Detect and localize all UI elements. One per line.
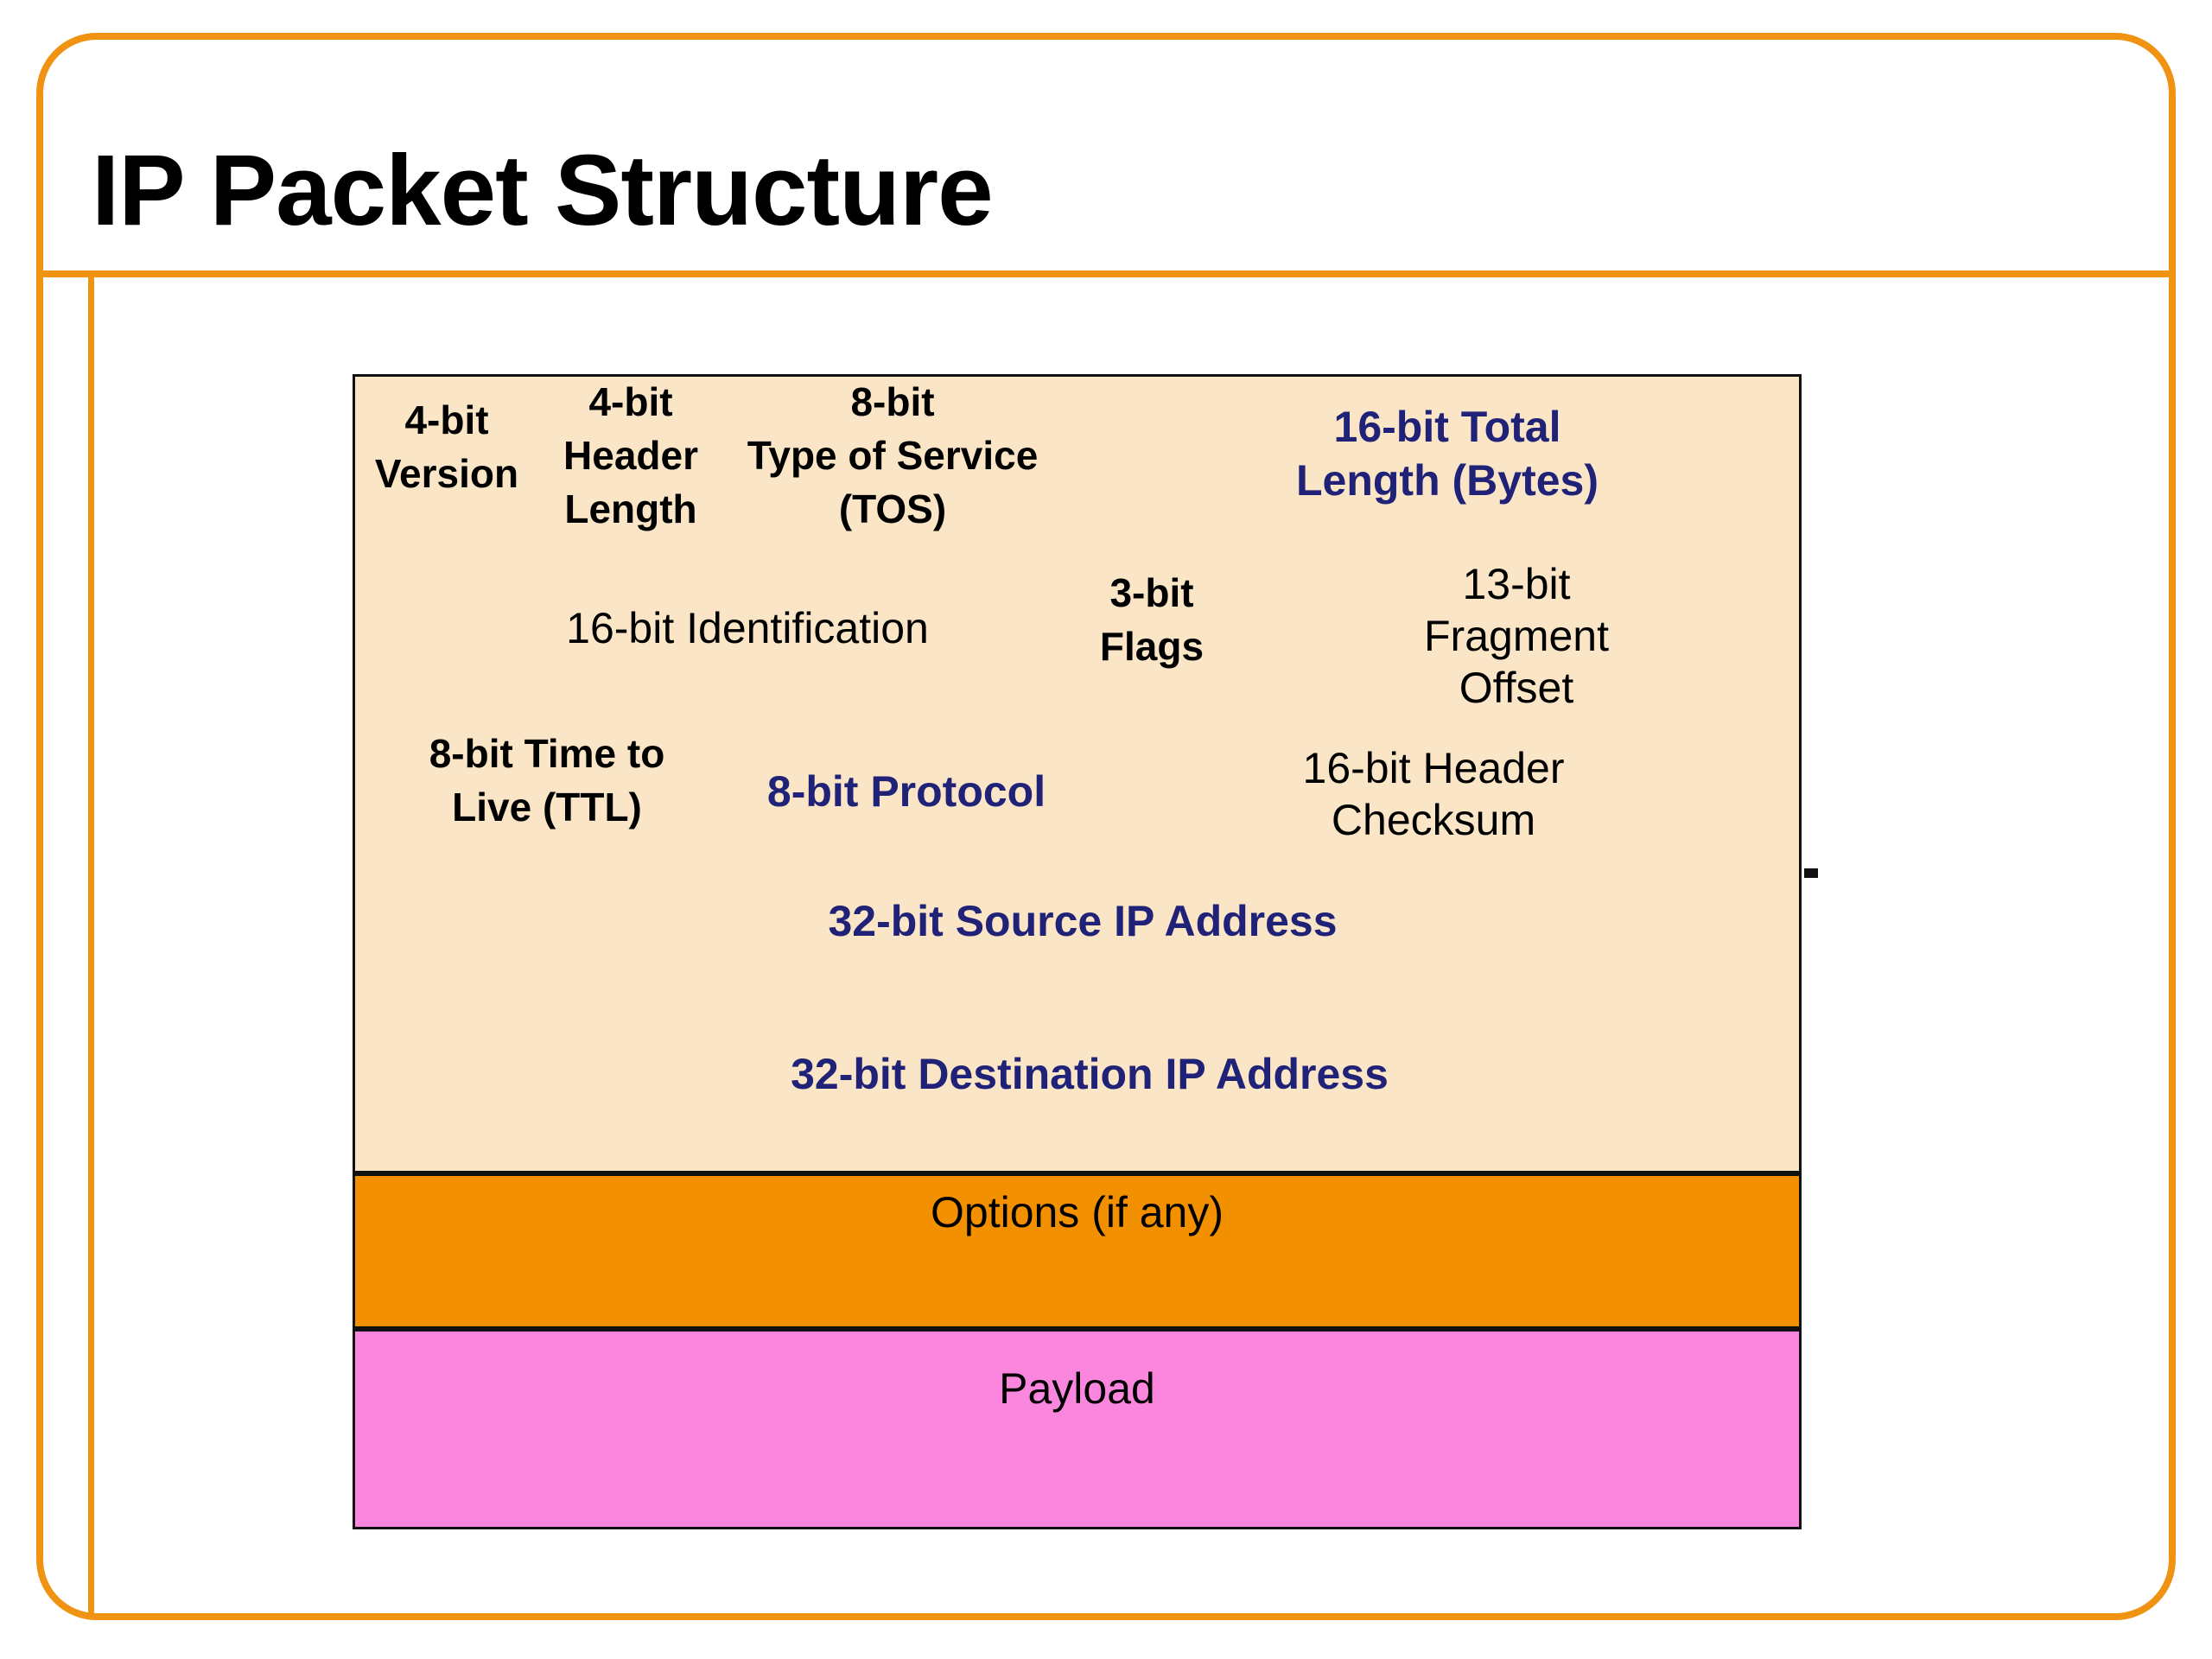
- field-header-length: 4-bit Header Length: [563, 379, 698, 531]
- field-ttl: 8-bit Time to Live (TTL): [429, 731, 665, 830]
- title-divider-line: [36, 270, 2176, 277]
- field-total-length: 16-bit Total Length (Bytes): [1296, 403, 1599, 505]
- field-destination-ip: 32-bit Destination IP Address: [791, 1050, 1389, 1098]
- payload-label: Payload: [999, 1364, 1155, 1413]
- ip-header-box: 4-bit Version 4-bit Header Length 8-bit …: [353, 374, 1802, 1173]
- field-header-checksum: 16-bit Header Checksum: [1302, 744, 1565, 844]
- field-source-ip: 32-bit Source IP Address: [828, 897, 1338, 945]
- payload-box: Payload: [353, 1329, 1802, 1529]
- field-identification: 16-bit Identification: [566, 604, 929, 652]
- stray-mark: [1804, 868, 1818, 878]
- page-title: IP Packet Structure: [92, 134, 994, 246]
- field-type-of-service: 8-bit Type of Service (TOS): [747, 379, 1039, 531]
- slide-border-frame: [36, 33, 2176, 1620]
- field-protocol: 8-bit Protocol: [766, 767, 1046, 816]
- field-version: 4-bit Version: [374, 397, 519, 496]
- field-fragment-offset: 13-bit Fragment Offset: [1424, 560, 1609, 712]
- options-box: Options (if any): [353, 1173, 1802, 1329]
- field-flags: 3-bit Flags: [1099, 570, 1205, 669]
- options-label: Options (if any): [930, 1188, 1224, 1236]
- left-accent-line: [88, 274, 94, 1615]
